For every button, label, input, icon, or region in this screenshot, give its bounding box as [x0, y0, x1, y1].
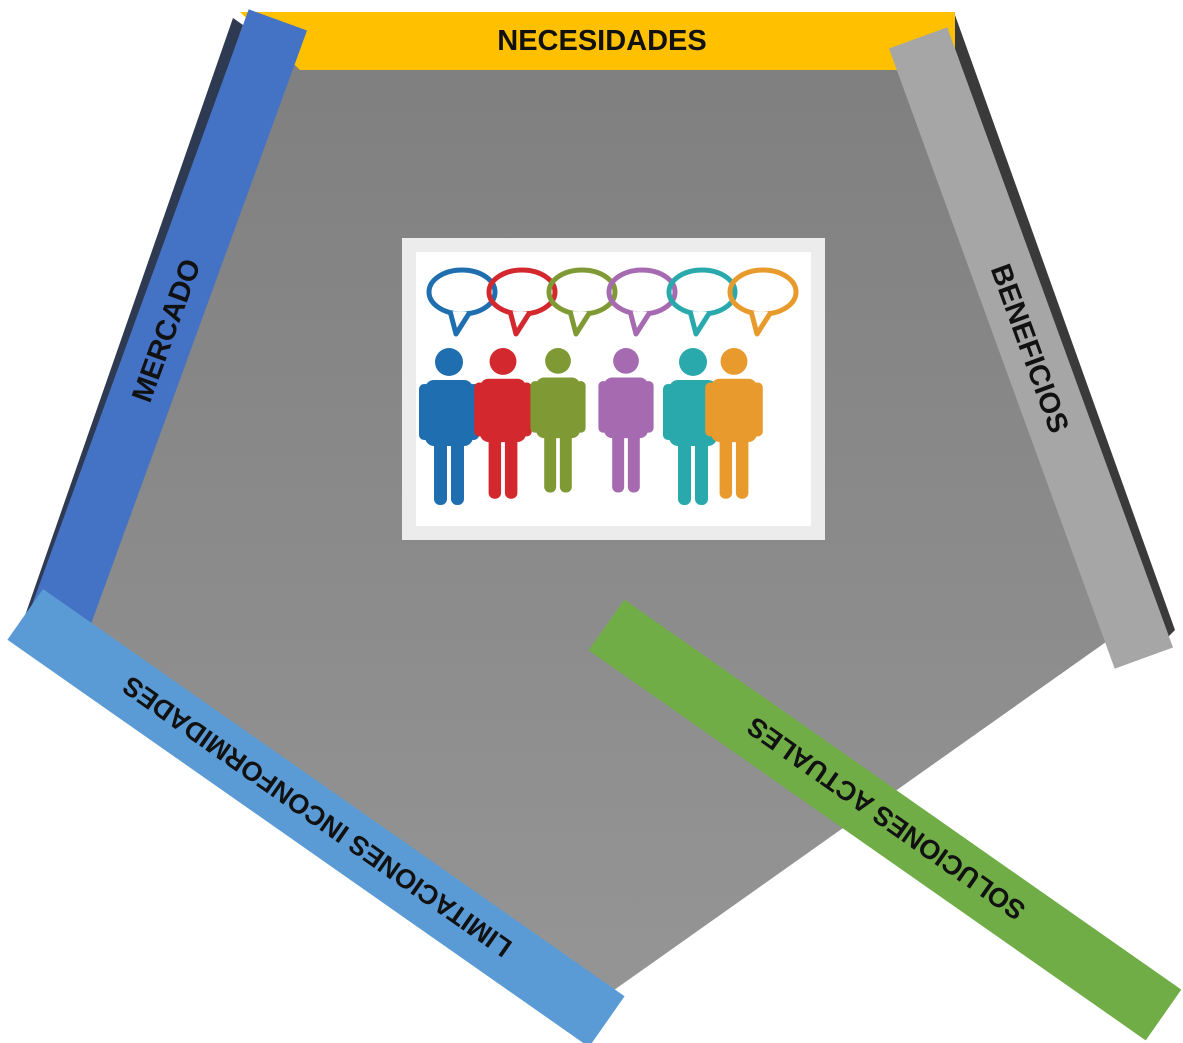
person-icon	[530, 348, 586, 493]
center-image	[402, 238, 825, 540]
person-icon	[598, 348, 654, 493]
band-necesidades-label: NECESIDADES	[497, 25, 707, 57]
band-limitaciones-inconformidades-bar	[7, 588, 625, 1043]
speech-bubble-icon	[606, 267, 678, 337]
band-necesidades: NECESIDADES	[240, 12, 955, 70]
person-icon	[474, 348, 532, 499]
speech-bubble-icon	[727, 267, 799, 337]
band-mercado-bar	[23, 9, 307, 651]
left-shadow-edge	[20, 18, 243, 635]
speech-bubble-icon	[426, 267, 498, 337]
person-icon	[705, 348, 763, 499]
people-speech-icon	[419, 267, 799, 505]
speech-bubble-icon	[486, 267, 558, 337]
right-shadow-edge	[945, 15, 1175, 640]
band-necesidades-bar	[240, 12, 955, 70]
person-icon	[419, 348, 479, 505]
band-soluciones-actuales-bar	[588, 599, 1182, 1041]
speech-bubble-icon	[666, 267, 738, 337]
band-beneficios-bar	[889, 27, 1173, 669]
speech-bubble-icon	[546, 267, 618, 337]
